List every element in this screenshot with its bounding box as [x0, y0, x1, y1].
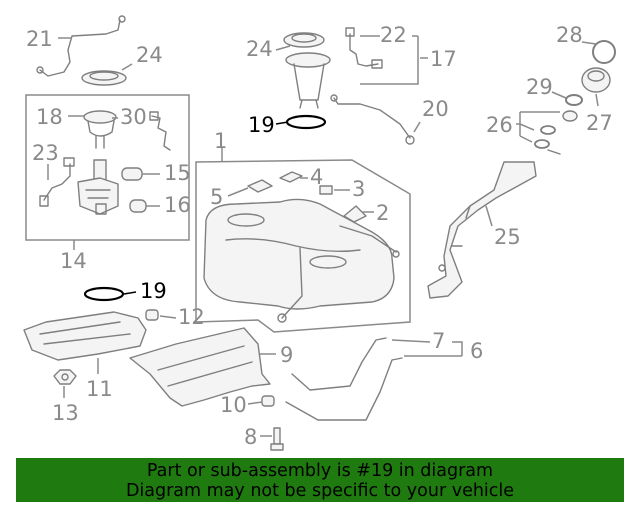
part-28-gasket	[592, 40, 616, 64]
leader-lines	[47, 35, 599, 437]
diagram-canvas: 21 24 18 30 23 15 16 14 24 22 17 20 19 1…	[23, 15, 616, 451]
callout-7: 7	[432, 329, 445, 353]
callout-30: 30	[120, 105, 147, 129]
part-22-sensor	[345, 27, 383, 69]
callout-19-left: 19	[140, 279, 167, 303]
callout-9: 9	[280, 343, 293, 367]
part-13-nut	[53, 369, 77, 385]
part-12-clip	[145, 309, 159, 321]
callout-26: 26	[486, 113, 513, 137]
part-7-band	[291, 337, 387, 391]
part-26-valve-set	[534, 110, 578, 155]
part-8-bolt	[270, 427, 284, 451]
callout-25: 25	[494, 225, 521, 249]
part-2-cushion	[343, 205, 367, 223]
callout-6: 6	[470, 339, 483, 363]
part-20-hose	[330, 94, 415, 145]
part-5-pad	[247, 179, 273, 193]
callout-4: 4	[310, 165, 323, 189]
part-19-gasket-top	[285, 114, 327, 130]
main-tank-box-1	[195, 159, 411, 333]
part-25-filler-pipe	[427, 161, 537, 299]
callout-labels: 21 24 18 30 23 15 16 14 24 22 17 20 19 1…	[26, 23, 613, 449]
part-23-harness	[39, 157, 75, 207]
part-24-lock-ring-center	[283, 32, 325, 48]
part-14-pump-assembly	[77, 159, 119, 215]
part-3-pad	[319, 185, 333, 195]
callout-22: 22	[380, 23, 407, 47]
callout-18: 18	[36, 105, 63, 129]
part-17-sub-pump	[285, 52, 331, 109]
callout-27: 27	[586, 111, 613, 135]
part-21-tube	[36, 15, 126, 77]
part-1-fuel-tank	[203, 198, 400, 323]
part-11-protector	[23, 311, 147, 361]
callout-21: 21	[26, 27, 53, 51]
part-27-fuel-cap	[581, 67, 611, 93]
callout-19-top: 19	[248, 113, 275, 137]
part-30-sender	[149, 111, 171, 151]
callout-28: 28	[556, 23, 583, 47]
callout-13: 13	[52, 401, 79, 425]
part-15-filter	[121, 167, 143, 181]
banner-line-1: Part or sub-assembly is #19 in diagram	[146, 461, 494, 481]
part-18-fuel-pump-module	[83, 110, 117, 149]
part-10-clip	[261, 395, 275, 407]
callout-2: 2	[376, 201, 389, 225]
callout-20: 20	[422, 97, 449, 121]
callout-16: 16	[164, 193, 191, 217]
part-16-regulator	[129, 199, 147, 213]
callout-24-center: 24	[246, 37, 273, 61]
callout-5: 5	[210, 185, 223, 209]
callout-1: 1	[214, 129, 227, 153]
callout-3: 3	[352, 177, 365, 201]
callout-15: 15	[164, 161, 191, 185]
callout-14: 14	[60, 249, 87, 273]
part-29-ring	[565, 94, 583, 106]
part-6-band	[285, 357, 403, 421]
callout-10: 10	[220, 393, 247, 417]
callout-24-left: 24	[136, 43, 163, 67]
info-banner: Part or sub-assembly is #19 in diagram D…	[16, 458, 624, 502]
callout-29: 29	[526, 75, 553, 99]
callout-23: 23	[32, 141, 59, 165]
callout-17: 17	[430, 47, 457, 71]
part-19-gasket-left	[83, 286, 125, 302]
part-9-heat-protector	[129, 327, 271, 407]
part-24-lock-ring-left	[81, 70, 127, 86]
subassembly-box-14	[25, 94, 190, 241]
callout-12: 12	[178, 305, 205, 329]
callout-11: 11	[86, 377, 113, 401]
part-4-pad	[279, 171, 303, 183]
banner-line-2: Diagram may not be specific to your vehi…	[125, 481, 515, 501]
callout-8: 8	[244, 425, 257, 449]
